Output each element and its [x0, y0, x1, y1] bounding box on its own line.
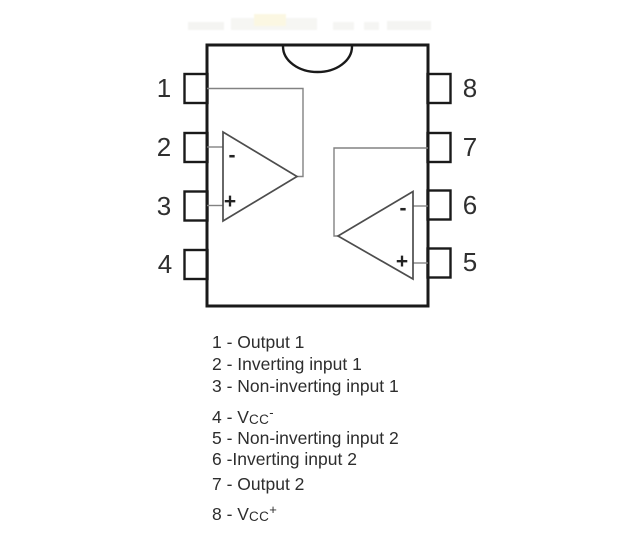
opamp2-triangle: [336, 190, 414, 281]
pin-pad-1: [183, 72, 209, 105]
opamp1-triangle: [222, 130, 299, 223]
pin-number-4: 4: [157, 249, 173, 279]
pin-number-2: 2: [156, 132, 172, 162]
wire-output-2: [333, 147, 428, 237]
opamp2-inverting-sign: -: [399, 197, 407, 220]
opamp2-non-inverting-sign: +: [395, 250, 409, 273]
vcc-plus-superscript: +: [269, 502, 277, 517]
pin-pad-3: [183, 190, 209, 222]
pin-number-7: 7: [462, 132, 478, 162]
pin-number-3: 3: [156, 191, 172, 221]
pin-number-6: 6: [462, 190, 478, 220]
wire-output-1: [207, 87, 304, 178]
pin-pad-8: [426, 72, 452, 105]
chip-notch-icon: [281, 46, 354, 74]
legend-item-pin2: 2 - Inverting input 1: [212, 354, 362, 374]
legend-item-pin7: 7 - Output 2: [212, 474, 305, 494]
chip-body: [205, 43, 430, 308]
pin-number-8: 8: [462, 73, 478, 103]
legend-item-pin6: 6 -Inverting input 2: [212, 449, 357, 469]
pin-pad-5: [426, 247, 452, 279]
pin-pad-2: [183, 131, 209, 164]
pin-number-5: 5: [462, 247, 478, 277]
legend-item-pin5: 5 - Non-inverting input 2: [212, 428, 399, 448]
pin-pad-4: [183, 248, 209, 281]
pin-pad-6: [426, 189, 452, 221]
legend-item-pin3: 3 - Non-inverting input 1: [212, 376, 399, 396]
vcc-subscript: CC: [248, 412, 270, 427]
opamp1-non-inverting-sign: +: [223, 190, 237, 213]
vcc-minus-superscript: -: [269, 405, 274, 420]
vcc-subscript: CC: [248, 509, 270, 524]
pin-number-1: 1: [156, 73, 172, 103]
legend-item-pin1: 1 - Output 1: [212, 332, 305, 352]
legend-item-pin4: 4 - VCC-: [212, 405, 274, 427]
legend-item-pin8: 8 - VCC+: [212, 502, 277, 524]
opamp1-inverting-sign: -: [228, 144, 236, 167]
pin-pad-7: [426, 131, 452, 164]
